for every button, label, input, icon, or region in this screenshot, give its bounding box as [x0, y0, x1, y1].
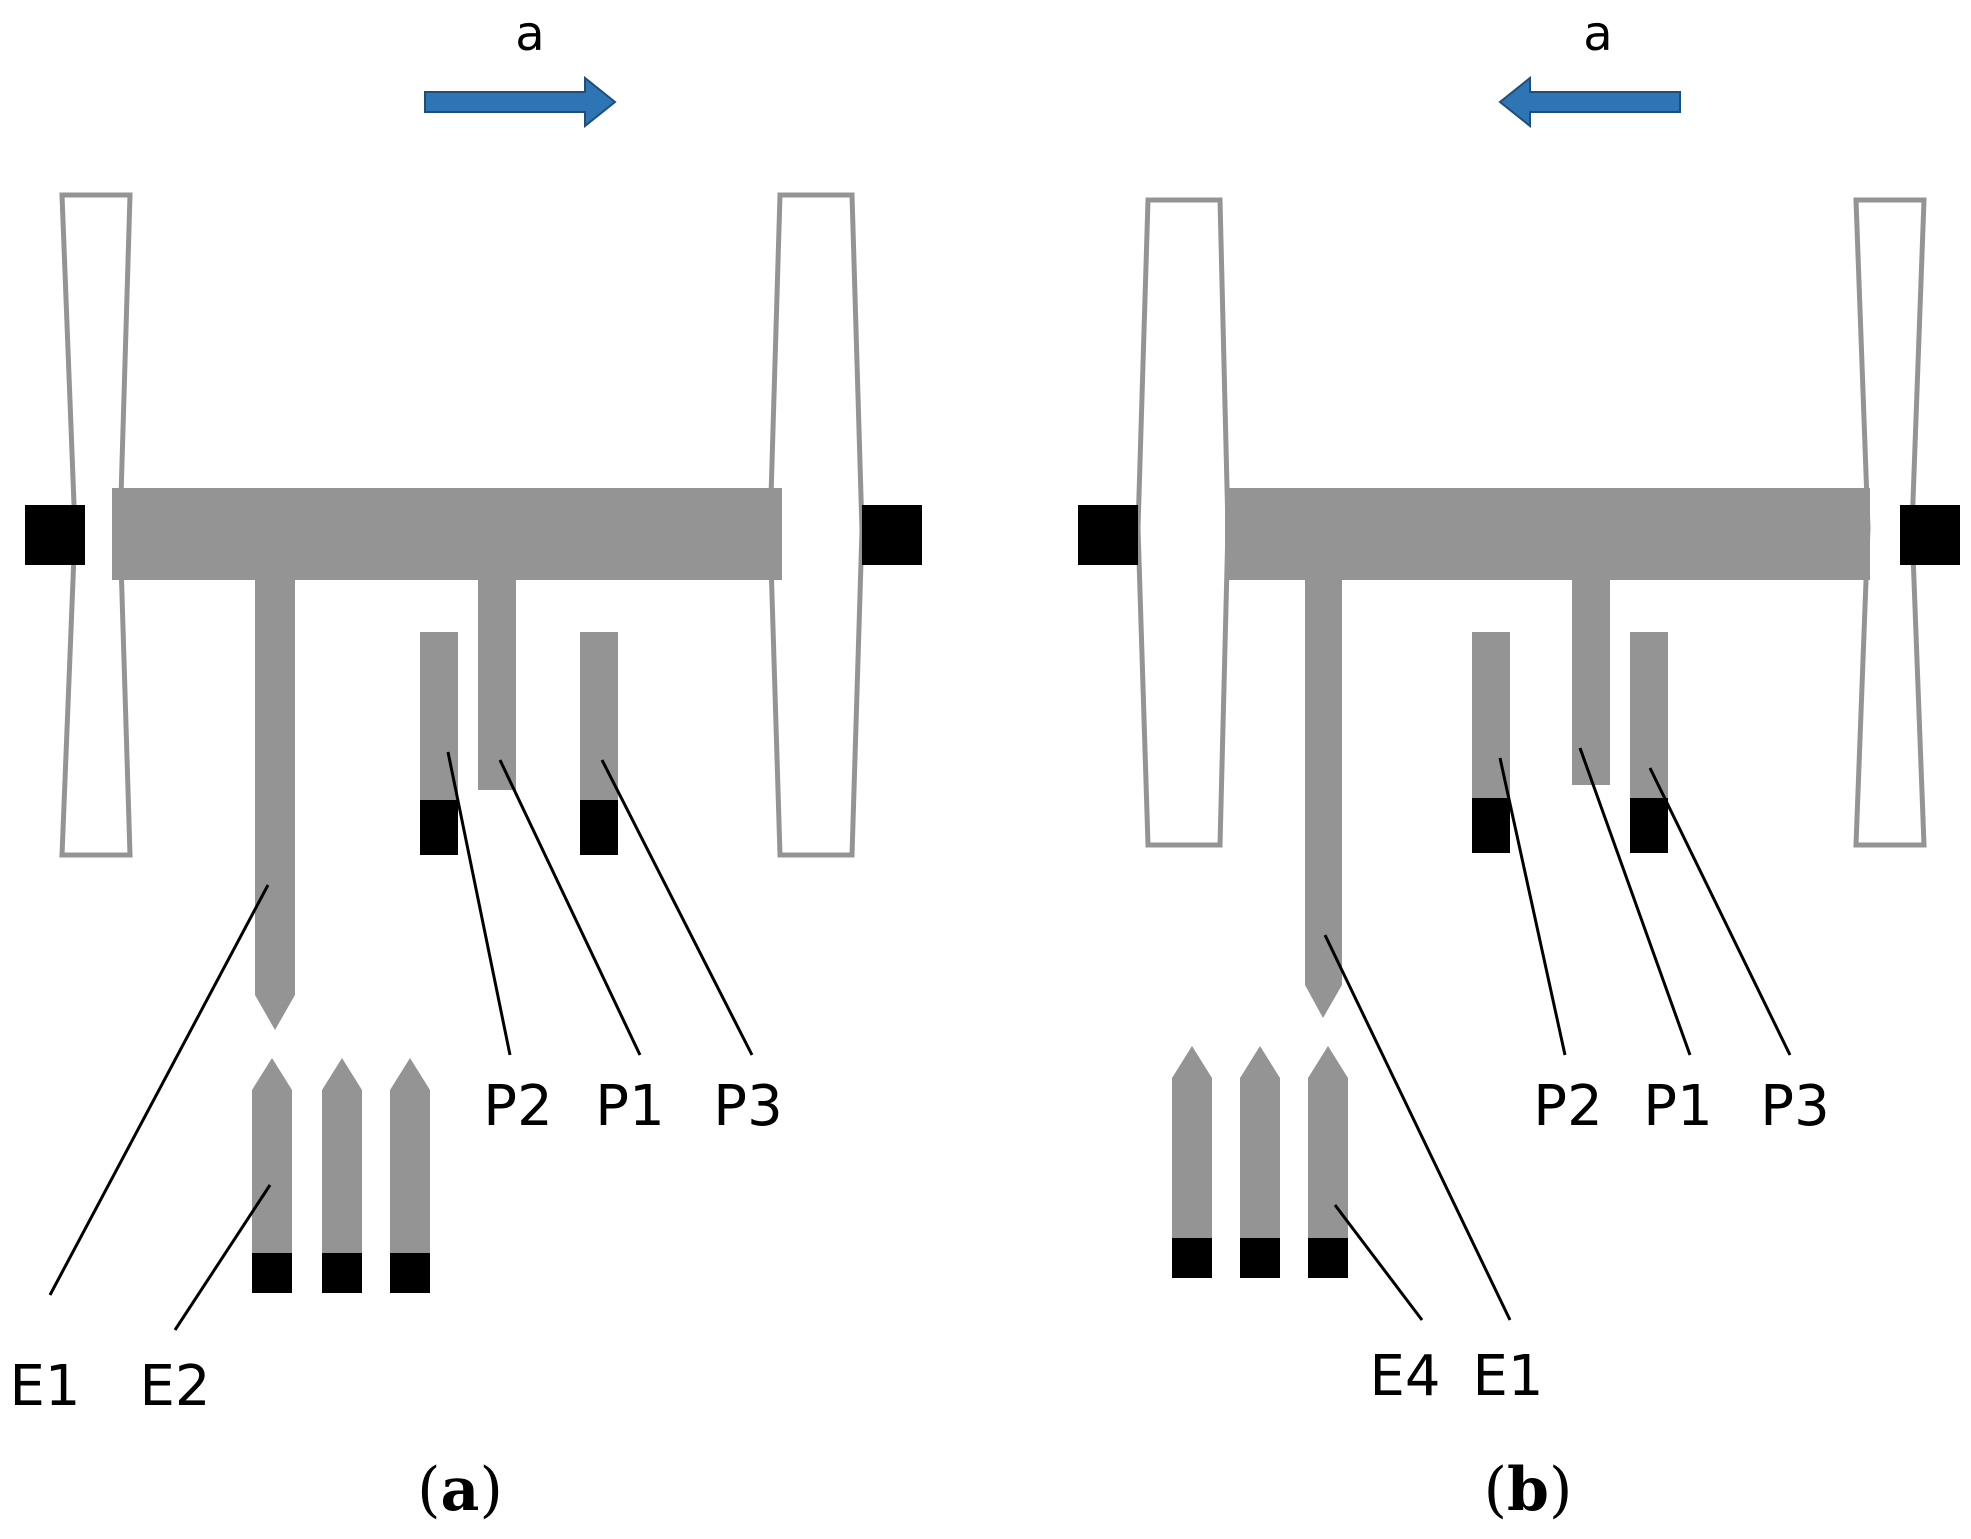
- panel-b-p2-label: P2: [1533, 1074, 1602, 1139]
- panel-a-electrode-1: [252, 1058, 292, 1255]
- panel-b-p3-pad: [1630, 632, 1668, 800]
- panel-a-p3-pad: [580, 632, 618, 802]
- panel-b-p3-anchor: [1630, 798, 1668, 853]
- panel-b-e1-leader: [1323, 934, 1512, 1321]
- panel-a-proof-mass-beam: [112, 488, 782, 580]
- panel-a-p1-stub: [478, 580, 516, 790]
- panel-b-p3-label: P3: [1760, 1074, 1829, 1139]
- panel-b-electrode-1: [1172, 1046, 1212, 1240]
- panel-a-right-paddle: [767, 192, 865, 858]
- panel-b-acceleration-arrow: [1498, 75, 1681, 129]
- panel-a-acceleration-arrow: [424, 75, 617, 129]
- panel-b-p1-leader: [1578, 747, 1692, 1056]
- panel-a-e1-leader: [48, 884, 270, 1296]
- panel-b-left-anchor: [1078, 505, 1138, 565]
- panel-a-p2-leader: [446, 751, 512, 1056]
- panel-a-acceleration-label: a: [515, 6, 544, 62]
- panel-a-left-anchor: [25, 505, 85, 565]
- panel-b: a E4 E1 P: [1078, 6, 1960, 1525]
- panel-b-e4-label: E4: [1369, 1344, 1440, 1409]
- panel-a-e1-label: E1: [9, 1354, 80, 1419]
- panel-a-p3-leader: [600, 759, 754, 1056]
- panel-a-electrode-2: [322, 1058, 362, 1255]
- panel-b-electrode-3-anchor: [1308, 1238, 1348, 1278]
- panel-b-caption: (b): [1484, 1455, 1573, 1525]
- panel-a-electrode-2-anchor: [322, 1253, 362, 1293]
- panel-a-p1-label: P1: [595, 1074, 664, 1139]
- panel-a-p1-leader: [498, 759, 642, 1056]
- panel-a-p2-anchor: [420, 800, 458, 855]
- panel-b-p2-leader: [1498, 757, 1567, 1056]
- panel-b-p2-anchor: [1472, 798, 1510, 853]
- panel-b-p1-stub: [1572, 580, 1610, 785]
- panel-b-proof-mass-beam: [1225, 488, 1870, 580]
- panel-b-acceleration-label: a: [1583, 6, 1612, 62]
- panel-b-electrode-3: [1308, 1046, 1348, 1240]
- panel-a-e2-leader: [173, 1184, 272, 1331]
- panel-b-p3-leader: [1648, 767, 1792, 1056]
- panel-a-electrode-1-anchor: [252, 1253, 292, 1293]
- panel-a-p3-anchor: [580, 800, 618, 855]
- panel-b-electrode-2-anchor: [1240, 1238, 1280, 1278]
- panel-b-e1-arm: [1305, 580, 1342, 1018]
- panel-b-e4-leader: [1333, 1204, 1424, 1321]
- panel-b-e1-label: E1: [1472, 1344, 1543, 1409]
- panel-a-electrode-3-anchor: [390, 1253, 430, 1293]
- panel-a-caption: (a): [417, 1455, 503, 1525]
- panel-a-p3-label: P3: [713, 1074, 782, 1139]
- panel-a-e2-label: E2: [139, 1354, 210, 1419]
- panel-a: a E1 E2 P: [9, 6, 922, 1525]
- panel-a-p2-label: P2: [483, 1074, 552, 1139]
- panel-b-left-paddle: [1135, 197, 1231, 848]
- panel-b-electrode-1-anchor: [1172, 1238, 1212, 1278]
- panel-b-electrode-2: [1240, 1046, 1280, 1240]
- panel-a-electrode-3: [390, 1058, 430, 1255]
- panel-b-p1-label: P1: [1643, 1074, 1712, 1139]
- panel-a-e1-arm: [255, 580, 295, 1030]
- panel-a-right-anchor: [862, 505, 922, 565]
- panel-b-right-anchor: [1900, 505, 1960, 565]
